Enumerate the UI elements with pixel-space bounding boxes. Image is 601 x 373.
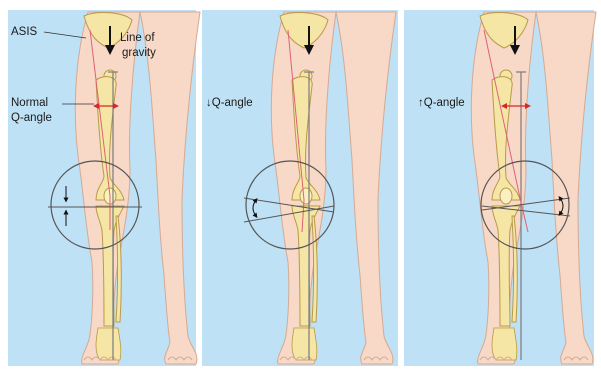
asis-label: ASIS: [11, 26, 38, 38]
normal-q-angle-label-2: Q-angle: [11, 112, 52, 124]
line-of-gravity-label-1: Line of: [120, 32, 155, 44]
line-of-gravity-label-2: gravity: [122, 47, 156, 59]
increased-q-angle-label: ↑Q-angle: [418, 97, 465, 109]
normal-q-angle-label-1: Normal: [11, 97, 48, 109]
decreased-q-angle-label: ↓Q-angle: [206, 97, 253, 109]
